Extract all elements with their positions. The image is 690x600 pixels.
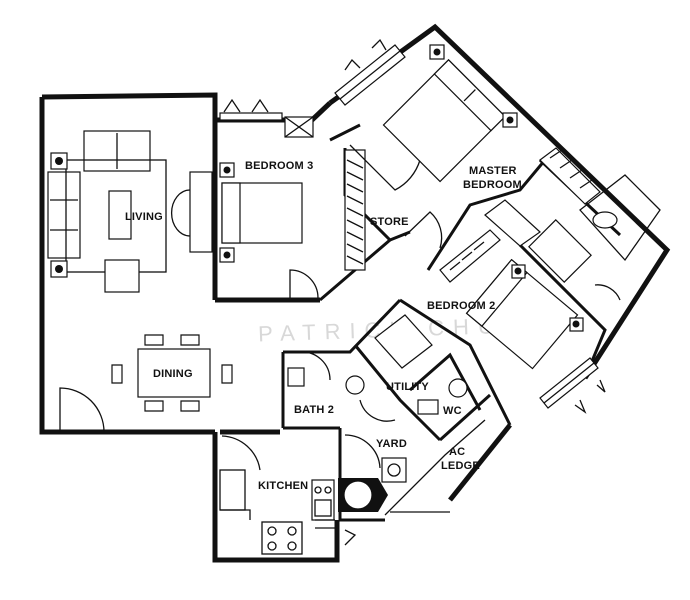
label-ac-line2: LEDGE <box>441 460 480 472</box>
room-labels: LIVING DINING BEDROOM 3 STORE MASTER BED… <box>125 160 522 492</box>
label-bath2: BATH 2 <box>294 404 334 416</box>
windows <box>219 38 606 546</box>
label-bedroom3: BEDROOM 3 <box>245 160 313 172</box>
label-master-line1: MASTER <box>469 165 517 177</box>
label-kitchen: KITCHEN <box>258 480 308 492</box>
dining-furniture <box>59 334 233 433</box>
service-rooms <box>287 314 468 512</box>
label-ac-line1: AC <box>449 446 465 458</box>
bedroom3-furniture <box>219 149 366 299</box>
label-living: LIVING <box>125 211 163 223</box>
label-bedroom2: BEDROOM 2 <box>427 300 495 312</box>
label-store: STORE <box>370 216 409 228</box>
label-utility: UTILITY <box>386 381 429 393</box>
label-yard: YARD <box>376 438 407 450</box>
living-furniture <box>47 130 213 293</box>
bedroom2-furniture <box>439 199 584 370</box>
label-dining: DINING <box>153 368 193 380</box>
label-master-line2: BEDROOM <box>463 179 522 191</box>
label-wc: WC <box>443 405 462 417</box>
master-furniture <box>349 44 661 301</box>
kitchen-furniture <box>219 435 335 555</box>
